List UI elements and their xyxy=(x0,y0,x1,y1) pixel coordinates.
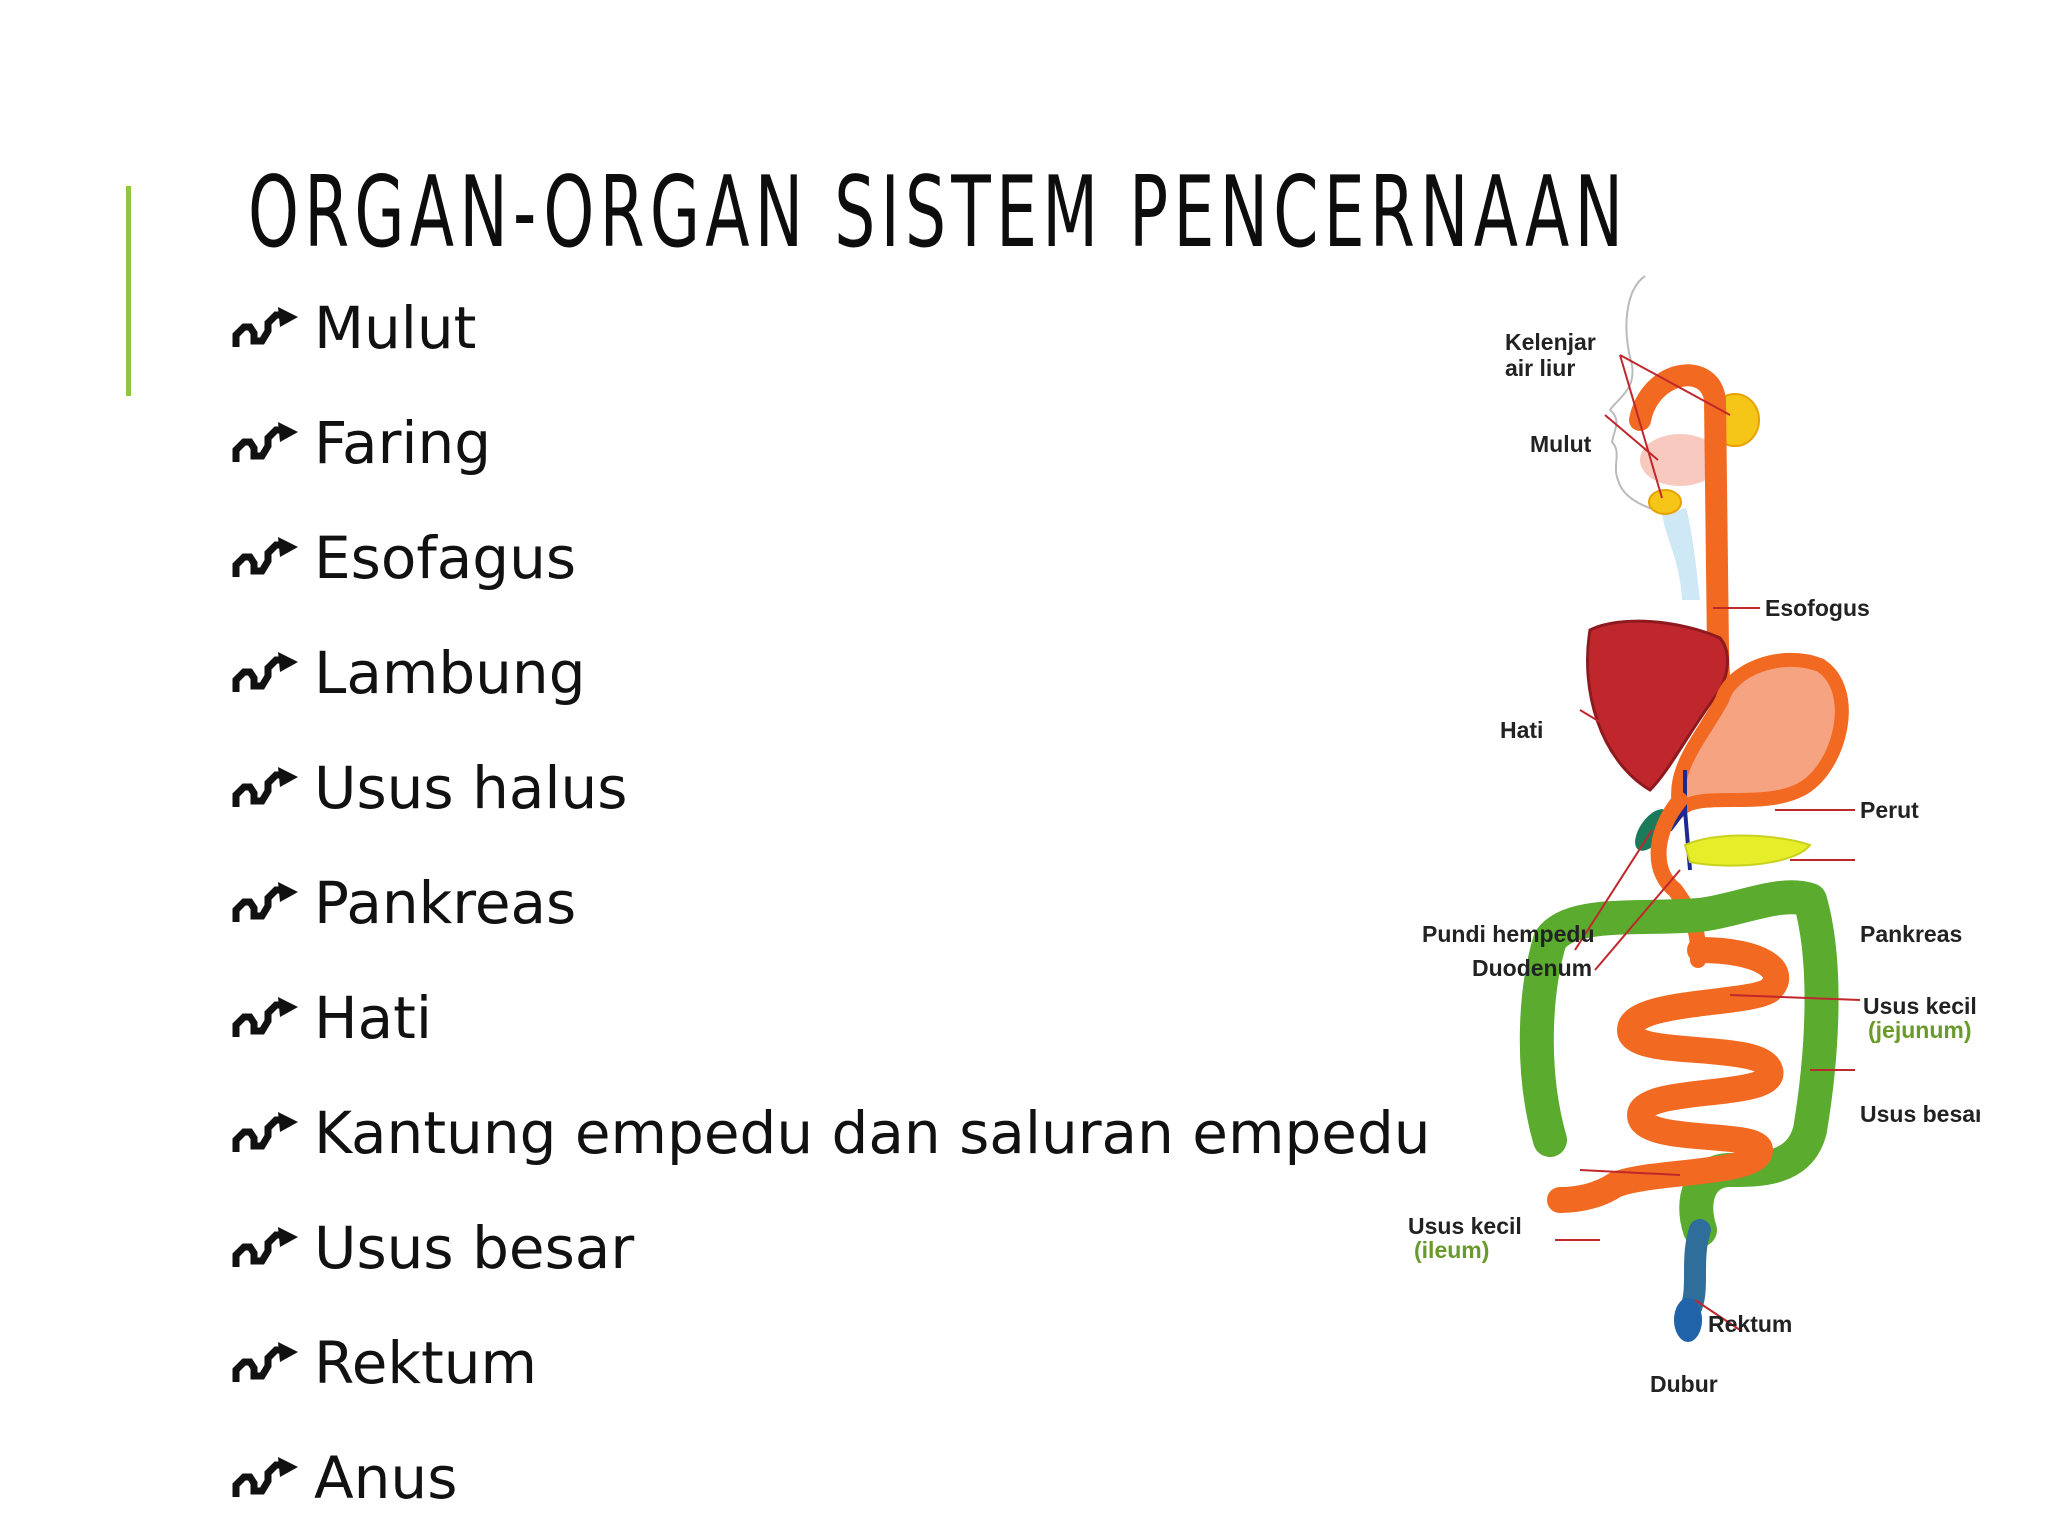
swirl-arrow-icon xyxy=(232,1111,298,1152)
list-item: Pankreas xyxy=(232,845,1431,960)
label-colon: Usus besar xyxy=(1860,1101,1980,1127)
list-item-label: Kantung empedu dan saluran empedu xyxy=(314,1098,1431,1167)
swirl-arrow-icon xyxy=(232,766,298,807)
anus-shape xyxy=(1674,1298,1702,1342)
label-duodenum: Duodenum xyxy=(1472,955,1592,981)
stomach-shape xyxy=(1671,652,1849,824)
list-item-label: Usus besar xyxy=(314,1213,635,1282)
pancreas-shape xyxy=(1683,834,1812,867)
label-salivary-1: Kelenjar xyxy=(1505,329,1596,355)
duodenum-shape xyxy=(1650,792,1707,968)
label-liver: Hati xyxy=(1500,717,1543,743)
label-anus: Dubur xyxy=(1650,1371,1718,1397)
liver-shape xyxy=(1586,619,1729,792)
list-item: Lambung xyxy=(232,615,1431,730)
list-item: Rektum xyxy=(232,1305,1431,1420)
digestive-system-diagram: Kelenjar air liur Mulut Esofogus Hati Pe… xyxy=(1408,275,1980,1397)
list-item-label: Rektum xyxy=(314,1328,537,1397)
mouth-cavity xyxy=(1640,434,1720,486)
list-item-label: Lambung xyxy=(314,638,586,707)
swirl-arrow-icon xyxy=(232,1341,298,1382)
list-item: Anus xyxy=(232,1420,1431,1535)
swirl-arrow-icon xyxy=(232,1226,298,1267)
list-item: Faring xyxy=(232,385,1431,500)
list-item: Usus besar xyxy=(232,1190,1431,1305)
list-item-label: Hati xyxy=(314,983,433,1052)
list-item: Kantung empedu dan saluran empedu xyxy=(232,1075,1431,1190)
organ-list: Mulut Faring Esofagus Lambung Usus halus… xyxy=(232,270,1431,1535)
label-ileum-1: Usus kecil xyxy=(1408,1213,1522,1239)
list-item: Esofagus xyxy=(232,500,1431,615)
list-item-label: Pankreas xyxy=(314,868,577,937)
list-item-label: Anus xyxy=(314,1443,458,1512)
swirl-arrow-icon xyxy=(232,881,298,922)
list-item-label: Usus halus xyxy=(314,753,628,822)
list-item-label: Faring xyxy=(314,408,492,477)
swirl-arrow-icon xyxy=(232,306,298,347)
face-outline xyxy=(1608,275,1663,513)
list-item: Hati xyxy=(232,960,1431,1075)
list-item: Usus halus xyxy=(232,730,1431,845)
label-gallbladder: Pundi hempedu xyxy=(1422,921,1595,947)
label-pancreas: Pankreas xyxy=(1860,921,1962,947)
throat-shape xyxy=(1662,508,1700,600)
label-rectum: Rektum xyxy=(1708,1311,1792,1337)
label-jejunum-2: (jejunum) xyxy=(1868,1017,1972,1043)
swirl-arrow-icon xyxy=(232,421,298,462)
list-item-label: Esofagus xyxy=(314,523,577,592)
pointer-lines xyxy=(1555,354,1861,1331)
swirl-arrow-icon xyxy=(232,996,298,1037)
label-stomach: Perut xyxy=(1860,797,1919,823)
label-mouth: Mulut xyxy=(1530,431,1592,457)
swirl-arrow-icon xyxy=(232,536,298,577)
swirl-arrow-icon xyxy=(232,651,298,692)
label-jejunum-1: Usus kecil xyxy=(1863,993,1977,1019)
swirl-arrow-icon xyxy=(232,1456,298,1497)
sublingual-gland xyxy=(1648,489,1682,515)
label-esophagus: Esofogus xyxy=(1765,595,1870,621)
list-item-label: Mulut xyxy=(314,293,477,362)
list-item: Mulut xyxy=(232,270,1431,385)
label-salivary-2: air liur xyxy=(1505,355,1575,381)
label-ileum-2: (ileum) xyxy=(1414,1237,1489,1263)
rectum-shape xyxy=(1679,1219,1711,1321)
slide-title: ORGAN-ORGAN SISTEM PENCERNAAN xyxy=(248,155,1629,270)
small-intestine-shape xyxy=(1547,937,1789,1213)
accent-bar xyxy=(126,186,131,396)
